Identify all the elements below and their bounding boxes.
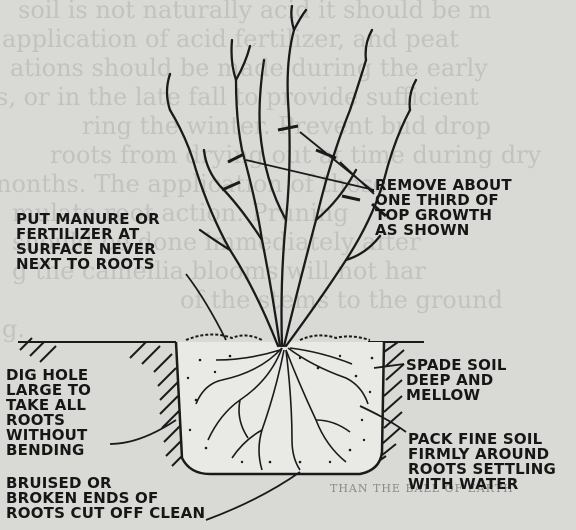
annotation-manure: PUT MANURE OR FERTILIZER AT SURFACE NEVE… — [16, 212, 160, 272]
planting-hole-outline — [176, 342, 384, 474]
annotation-dig-hole: DIG HOLE LARGE TO TAKE ALL ROOTS WITHOUT… — [6, 368, 91, 458]
annotation-spade-soil: SPADE SOIL DEEP AND MELLOW — [406, 358, 507, 403]
annotation-pack-soil: PACK FINE SOIL FIRMLY AROUND ROOTS SETTL… — [408, 432, 556, 492]
annotation-remove-growth: REMOVE ABOUT ONE THIRD OF TOP GROWTH AS … — [375, 178, 512, 238]
annotation-bruised-roots: BRUISED OR BROKEN ENDS OF ROOTS CUT OFF … — [6, 476, 205, 521]
